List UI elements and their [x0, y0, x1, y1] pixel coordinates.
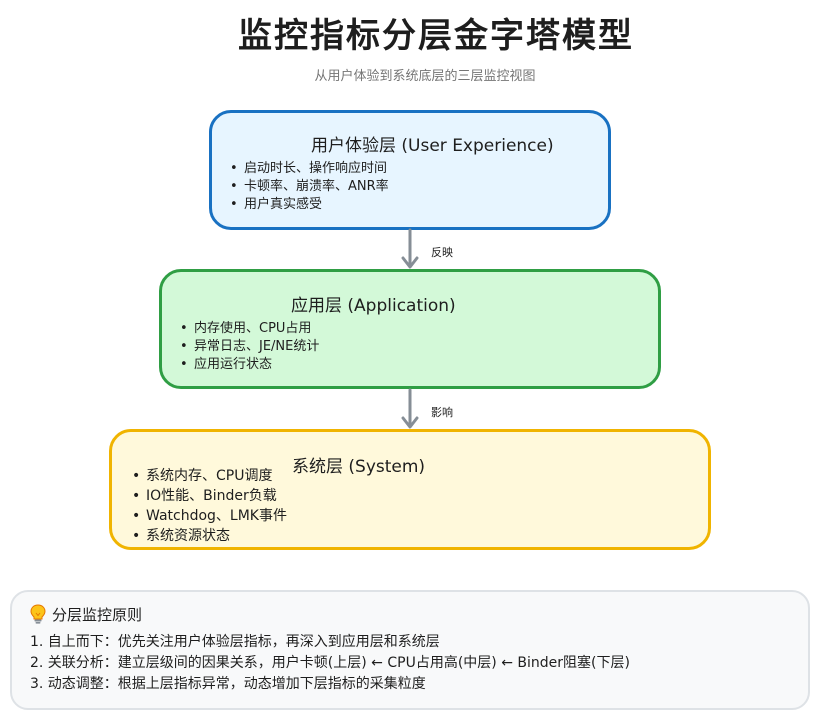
application-layer-box: 应用层 (Application) 内存使用、CPU占用 异常日志、JE/NE统… [159, 269, 661, 389]
principles-title: 分层监控原则 [52, 606, 143, 624]
principle-line: 1. 自上而下：优先关注用户体验层指标，再深入到应用层和系统层 [30, 634, 440, 650]
principles-header: 分层监控原则 [30, 604, 142, 628]
layer-item: 系统资源状态 [132, 526, 287, 546]
layer-item: 应用运行状态 [180, 356, 319, 374]
lightbulb-icon [30, 604, 52, 628]
layer-item: Watchdog、LMK事件 [132, 506, 287, 526]
layer-item: 异常日志、JE/NE统计 [180, 338, 319, 356]
principle-line: 3. 动态调整：根据上层指标异常，动态增加下层指标的采集粒度 [30, 676, 426, 692]
layer-item: 内存使用、CPU占用 [180, 320, 319, 338]
system-layer-box: 系统层 (System) 系统内存、CPU调度 IO性能、Binder负载 Wa… [109, 429, 711, 550]
layer-item: 卡顿率、崩溃率、ANR率 [230, 178, 389, 196]
layer-item: IO性能、Binder负载 [132, 486, 287, 506]
user-experience-layer-box: 用户体验层 (User Experience) 启动时长、操作响应时间 卡顿率、… [209, 110, 611, 230]
arrow-down-icon [401, 388, 419, 429]
diagram-title: 监控指标分层金字塔模型 [238, 16, 634, 56]
layer-item: 系统内存、CPU调度 [132, 466, 287, 486]
user-experience-layer-title: 用户体验层 (User Experience) [311, 136, 554, 156]
principle-line: 2. 关联分析：建立层级间的因果关系，用户卡顿(上层) ← CPU占用高(中层)… [30, 655, 630, 671]
application-layer-items: 内存使用、CPU占用 异常日志、JE/NE统计 应用运行状态 [180, 320, 319, 374]
arrow-label-reflect: 反映 [431, 246, 453, 259]
diagram-subtitle: 从用户体验到系统底层的三层监控视图 [314, 69, 536, 84]
principles-list: 1. 自上而下：优先关注用户体验层指标，再深入到应用层和系统层 2. 关联分析：… [30, 632, 630, 695]
user-experience-layer-items: 启动时长、操作响应时间 卡顿率、崩溃率、ANR率 用户真实感受 [230, 160, 389, 214]
principles-panel: 分层监控原则 1. 自上而下：优先关注用户体验层指标，再深入到应用层和系统层 2… [10, 590, 810, 710]
arrow-down-icon [401, 228, 419, 269]
arrow-label-influence: 影响 [431, 406, 453, 419]
system-layer-items: 系统内存、CPU调度 IO性能、Binder负载 Watchdog、LMK事件 … [132, 466, 287, 546]
layer-item: 启动时长、操作响应时间 [230, 160, 389, 178]
system-layer-title: 系统层 (System) [292, 457, 426, 477]
layer-item: 用户真实感受 [230, 196, 389, 214]
application-layer-title: 应用层 (Application) [291, 296, 456, 316]
